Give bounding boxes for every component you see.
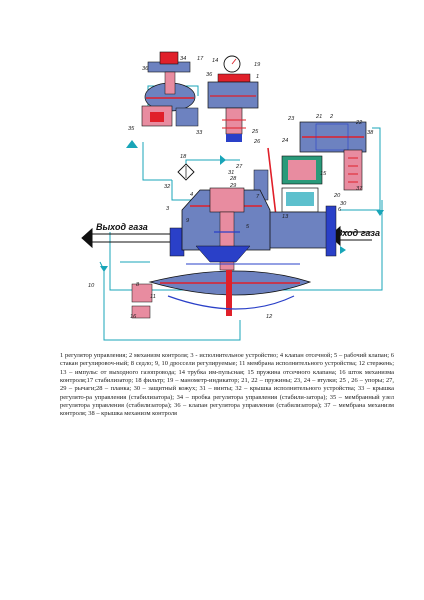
part-label: 35: [128, 126, 135, 132]
stabilizer: [207, 55, 259, 142]
figure-caption: 1 регулятор управления; 2 механизм контр…: [60, 352, 394, 418]
part-label: 14: [212, 58, 218, 64]
part-label: 33: [196, 130, 203, 136]
part-label: 20: [333, 193, 341, 199]
part-label: 30: [340, 201, 347, 207]
part-label: 8: [136, 282, 140, 288]
flow-arrow: [376, 210, 384, 216]
filter-icon: [177, 163, 195, 181]
impulse-line-filter: [185, 159, 240, 170]
part-label: 32: [164, 184, 171, 190]
part-label: 17: [197, 56, 204, 62]
impulse-line-left: [142, 142, 172, 181]
part-label: 4: [190, 192, 193, 198]
flow-arrow: [100, 266, 108, 272]
part-label: 9: [186, 218, 189, 224]
part-label: 36: [206, 72, 213, 78]
impulse-line-outer: [109, 200, 383, 291]
part-label: 3: [166, 206, 170, 212]
part-label: 28: [229, 176, 237, 182]
control-mechanism: [253, 121, 367, 217]
flow-arrow: [220, 155, 226, 165]
part-label: 5: [246, 224, 250, 230]
part-label: 22: [355, 120, 363, 126]
part-label: 37: [356, 186, 363, 192]
main-valve-body: [131, 187, 337, 319]
part-label: 36: [142, 66, 149, 72]
part-label: 12: [266, 314, 273, 320]
part-label: 2: [329, 114, 334, 120]
part-label: 19: [254, 62, 260, 68]
impulse-line-right: [340, 127, 381, 211]
part-label: 7: [256, 194, 260, 200]
flow-arrow: [340, 246, 346, 254]
inlet-label: Вход газа: [336, 228, 380, 238]
part-label: 24: [281, 138, 288, 144]
part-label: 21: [315, 114, 322, 120]
flow-arrow: [126, 140, 138, 148]
part-label: 11: [150, 294, 156, 300]
part-label: 23: [287, 116, 295, 122]
regulator-schematic: 34 17 14 19 36 36 1 35 33 25 18 26 24 23…: [81, 51, 384, 341]
part-label: 34: [180, 56, 186, 62]
part-label: 10: [88, 283, 95, 289]
pilot-regulator: [141, 51, 199, 127]
outlet-label: Выход газа: [96, 222, 148, 232]
part-labels: 34 17 14 19 36 36 1 35 33 25 18 26 24 23…: [88, 56, 374, 320]
part-label: 31: [228, 170, 234, 176]
part-label: 26: [253, 139, 261, 145]
part-label: 18: [180, 154, 187, 160]
part-label: 13: [282, 214, 289, 220]
part-label: 15: [320, 171, 327, 177]
part-label: 16: [130, 314, 137, 320]
part-label: 6: [338, 207, 342, 213]
part-label: 38: [367, 130, 374, 136]
part-label: 27: [235, 164, 243, 170]
outlet-pipe: [81, 227, 178, 249]
part-label: 29: [229, 183, 236, 189]
part-label: 1: [256, 74, 259, 80]
part-label: 25: [251, 129, 259, 135]
